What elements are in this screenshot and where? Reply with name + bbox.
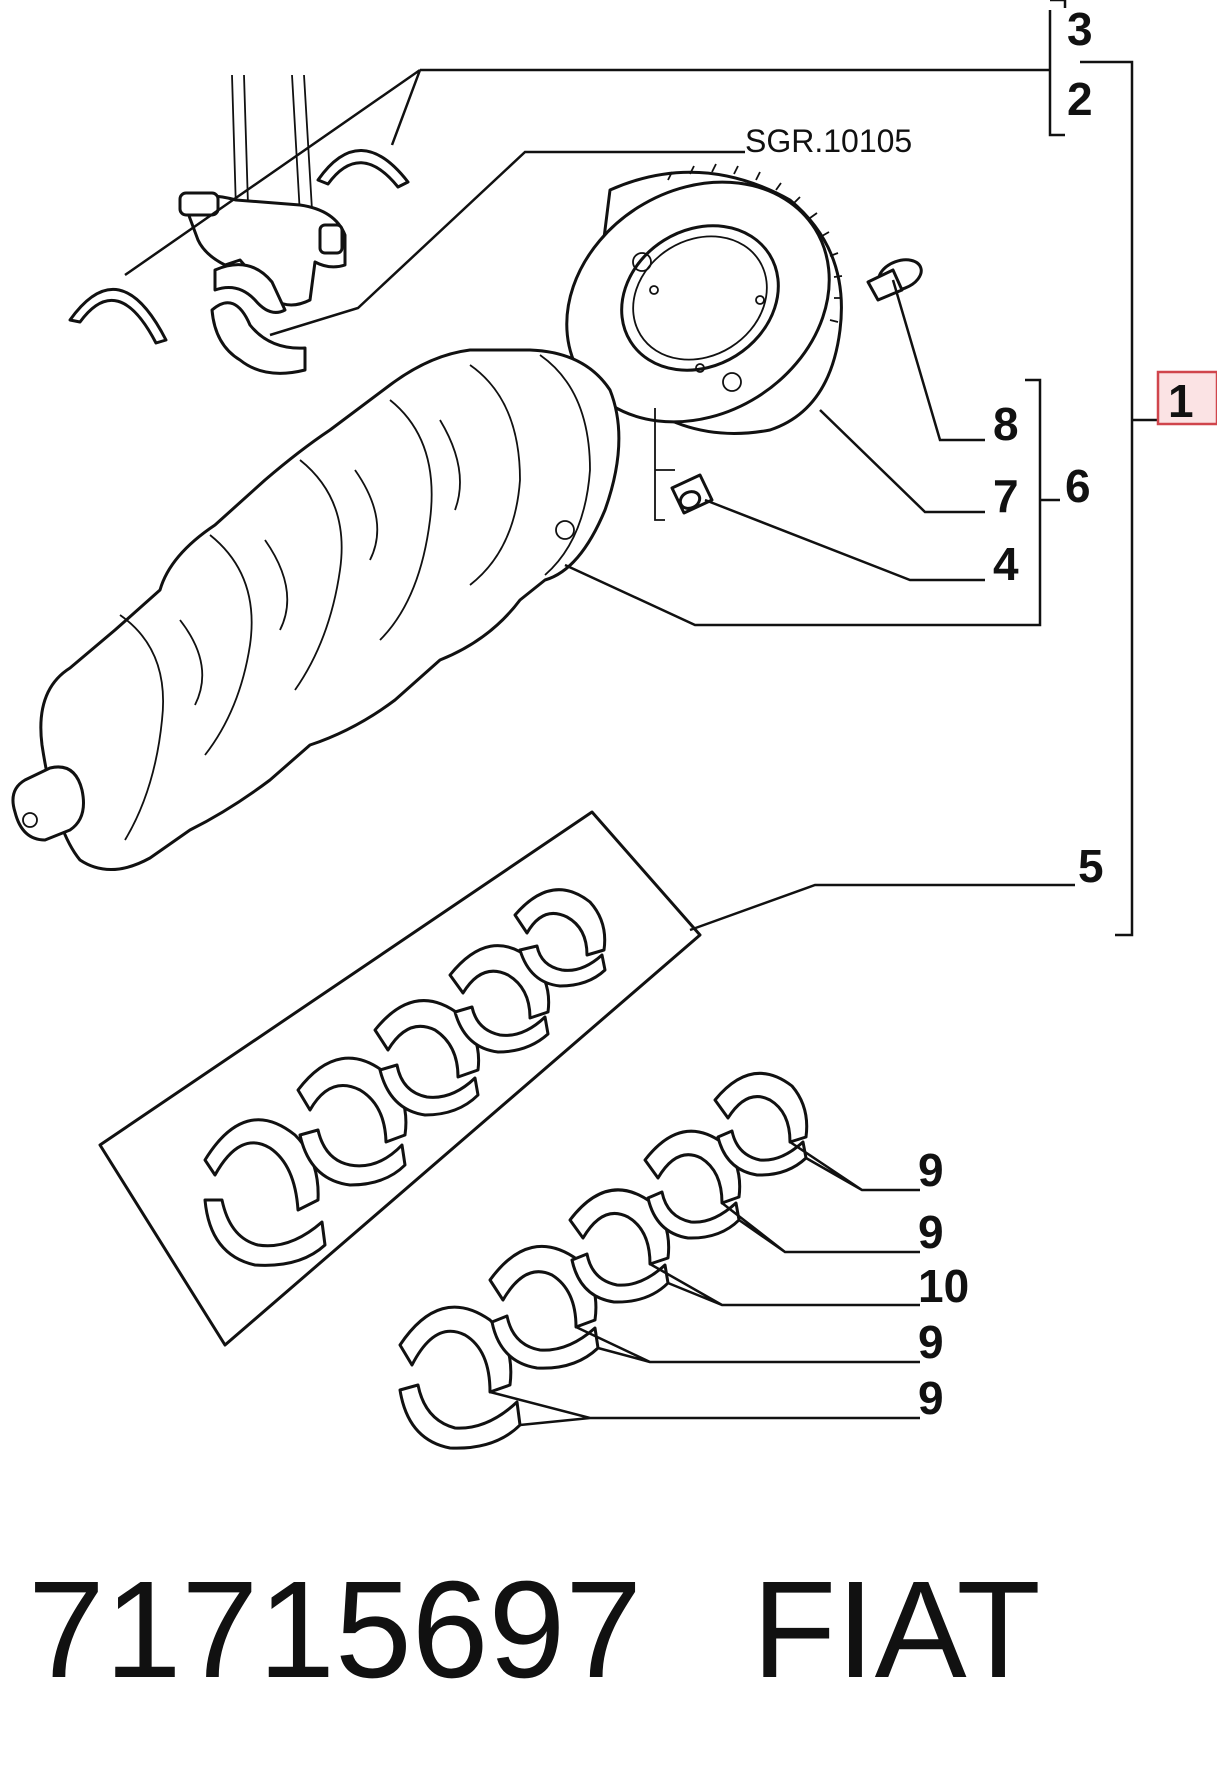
callout-9-a: 9 — [918, 1144, 944, 1196]
wheel-bolt — [866, 258, 923, 302]
leader-sgr — [269, 150, 745, 337]
callout-4: 4 — [993, 538, 1019, 590]
reference-sgr-label: SGR.10105 — [745, 123, 912, 159]
callout-9-d: 9 — [918, 1372, 944, 1424]
shell-leader-lines — [489, 1140, 920, 1427]
callout-10: 10 — [918, 1260, 969, 1312]
main-bearing-shells — [398, 1071, 809, 1450]
dowel-pin — [670, 473, 714, 515]
callout-9-b: 9 — [918, 1206, 944, 1258]
bearing-kit — [98, 810, 702, 1347]
timing-wheel — [565, 163, 843, 435]
callout-3: 3 — [1067, 3, 1093, 55]
leader-3-2 — [124, 68, 1050, 277]
leader-lines — [564, 0, 1160, 937]
callout-1-highlight — [1156, 370, 1217, 426]
kit-shells — [203, 888, 607, 1267]
callout-7: 7 — [993, 470, 1019, 522]
callout-1: 1 — [1168, 375, 1194, 427]
crankshaft — [11, 348, 621, 871]
connecting-rod — [178, 74, 347, 314]
footer: 71715697 FIAT — [28, 1555, 1208, 1705]
callout-5: 5 — [1078, 840, 1104, 892]
pin-guide — [654, 408, 675, 521]
callout-6: 6 — [1065, 460, 1091, 512]
callout-8: 8 — [993, 398, 1019, 450]
brand-name: FIAT — [752, 1553, 1041, 1707]
part-number: 71715697 — [28, 1553, 642, 1707]
callout-9-c: 9 — [918, 1316, 944, 1368]
rod-bearing-shells — [68, 149, 410, 375]
callout-2: 2 — [1067, 73, 1093, 125]
